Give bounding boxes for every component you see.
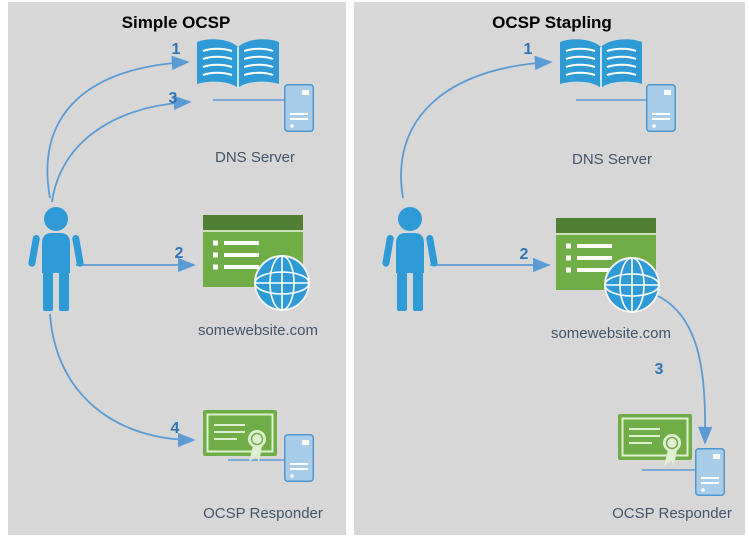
step-number-2: 2	[175, 245, 184, 262]
step-number-3: 3	[655, 361, 664, 378]
panel-title: OCSP Stapling	[492, 13, 612, 32]
ocsp-stapling-diagram: OCSP Stapling 1 2 3	[382, 13, 732, 522]
arrow-step-1	[400, 55, 553, 199]
dns-server-label: DNS Server	[215, 149, 295, 166]
person-icon	[382, 207, 438, 311]
dns-server-label: DNS Server	[572, 151, 652, 168]
certificate-icon	[618, 414, 692, 466]
arrow-step-3	[51, 95, 192, 203]
website-label: somewebsite.com	[198, 322, 318, 339]
server-tower-icon	[695, 448, 725, 496]
ocsp-responder-label: OCSP Responder	[203, 505, 323, 522]
server-tower-icon	[284, 434, 314, 482]
person-icon	[28, 207, 84, 311]
open-book-icon	[197, 39, 279, 88]
globe-icon	[254, 255, 310, 311]
panel-ocsp-stapling: OCSP Stapling 1 2 3	[354, 2, 745, 535]
panel-simple-ocsp: Simple OCSP 1 3 2 4	[8, 2, 346, 535]
arrow-step-1	[46, 55, 190, 199]
website-label: somewebsite.com	[551, 325, 671, 342]
server-tower-icon	[646, 84, 676, 132]
step-number-1: 1	[172, 41, 181, 58]
arrow-step-4	[49, 313, 196, 448]
certificate-icon	[203, 410, 277, 462]
server-tower-icon	[284, 84, 314, 132]
globe-icon	[604, 257, 660, 313]
step-number-4: 4	[171, 420, 180, 437]
step-number-3: 3	[169, 90, 178, 107]
step-number-1: 1	[524, 41, 533, 58]
step-number-2: 2	[520, 246, 529, 263]
open-book-icon	[560, 39, 642, 88]
panel-title: Simple OCSP	[122, 13, 231, 32]
ocsp-responder-label: OCSP Responder	[612, 505, 732, 522]
arrow-step-3	[655, 294, 713, 445]
simple-ocsp-diagram: Simple OCSP 1 3 2 4	[28, 13, 323, 522]
